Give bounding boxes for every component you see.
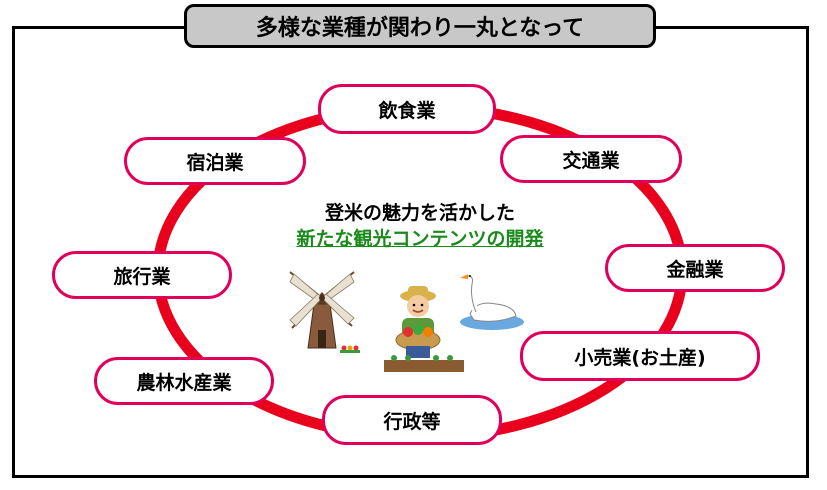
diagram-title: 多様な業種が関わり一丸となって — [184, 4, 656, 48]
center-caption: 登米の魅力を活かした 新たな観光コンテンツの開発 — [250, 200, 590, 252]
node-retail: 小売業(お土産) — [520, 331, 760, 381]
node-restaurant: 飲食業 — [318, 84, 496, 134]
farmer-icon — [384, 286, 464, 372]
node-government: 行政等 — [322, 395, 502, 445]
center-line-1: 登米の魅力を活かした — [324, 202, 515, 224]
node-lodging: 宿泊業 — [124, 137, 306, 185]
node-transport: 交通業 — [500, 135, 682, 183]
center-line-2: 新たな観光コンテンツの開発 — [296, 228, 544, 250]
swan-icon — [460, 273, 524, 330]
node-agriculture: 農林水産業 — [94, 357, 274, 405]
node-finance: 金融業 — [605, 244, 785, 292]
windmill-icon — [289, 271, 360, 353]
node-travel: 旅行業 — [52, 251, 232, 299]
